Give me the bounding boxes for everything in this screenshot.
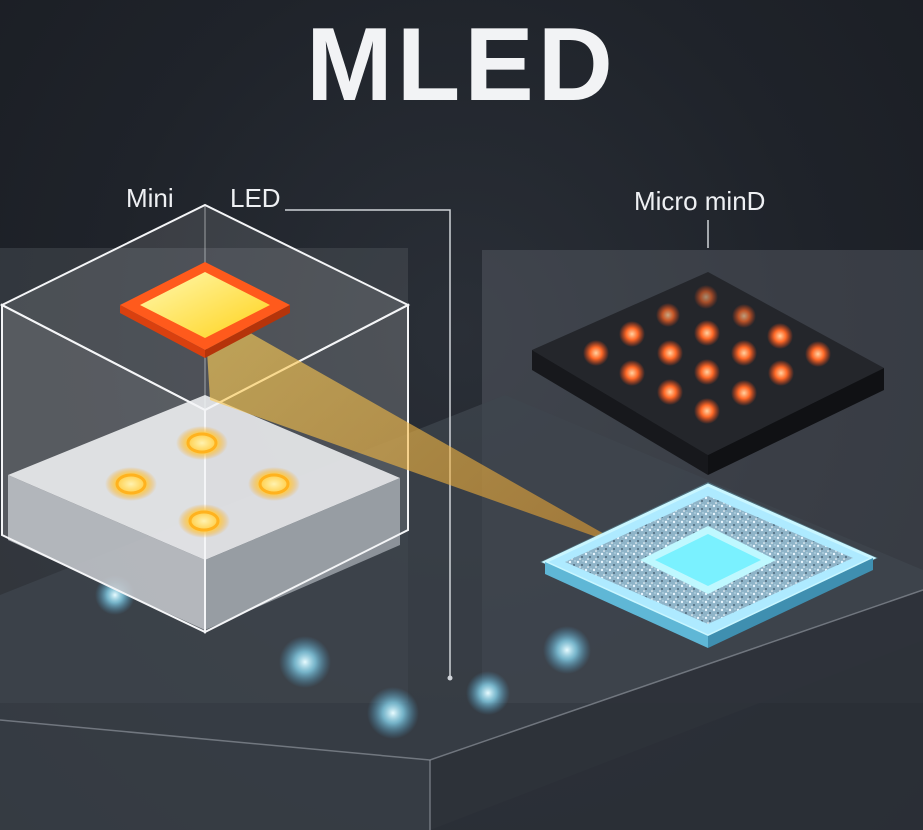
micro-led-dots (583, 285, 831, 424)
micro-led-module (532, 272, 884, 475)
micro-label: Micro minD (634, 186, 766, 216)
micro-led-plate (540, 482, 878, 648)
light-beam (205, 318, 650, 560)
diagram-title: MLED (306, 7, 617, 123)
mini-led-cube (0, 203, 411, 634)
mini-led-chip (120, 262, 290, 358)
platform-glow-dots (95, 575, 591, 739)
led-leader-line (285, 209, 451, 678)
led-label: LED (230, 183, 281, 213)
mini-label: Mini (126, 183, 174, 213)
mini-led-dots (105, 426, 300, 538)
base-platform-side (430, 590, 923, 830)
